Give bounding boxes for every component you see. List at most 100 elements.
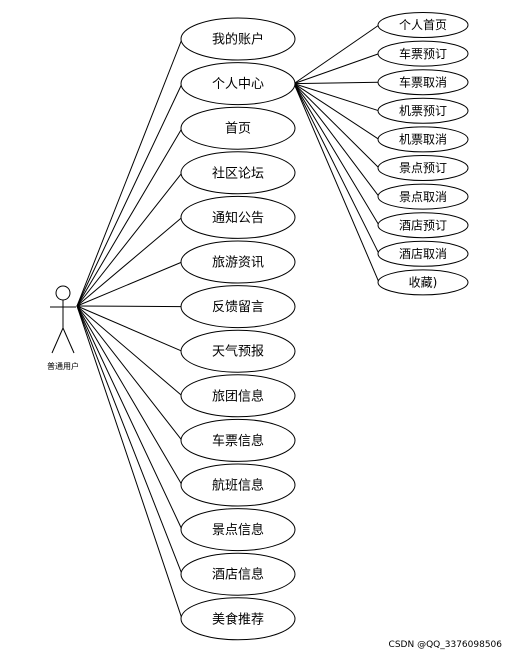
use-case-ellipse bbox=[180, 463, 296, 507]
association-line bbox=[76, 305, 183, 441]
sub-association-line bbox=[293, 83, 380, 197]
use-case-label: 社区论坛 bbox=[212, 165, 264, 181]
sub-use-case: 收藏) bbox=[377, 269, 469, 296]
use-case-ellipse bbox=[180, 285, 296, 329]
sub-association-line bbox=[293, 24, 380, 85]
use-case-ellipse bbox=[180, 62, 296, 106]
association-line bbox=[76, 305, 183, 530]
sub-use-case: 个人首页 bbox=[377, 12, 469, 38]
sub-use-case-label: 景点取消 bbox=[399, 190, 447, 204]
use-case: 旅团信息 bbox=[180, 374, 296, 418]
use-case-label: 天气预报 bbox=[212, 344, 264, 360]
association-line bbox=[76, 305, 183, 575]
use-case: 社区论坛 bbox=[180, 151, 296, 195]
sub-use-case: 酒店预订 bbox=[377, 212, 469, 239]
use-case-ellipse bbox=[180, 508, 296, 552]
use-case-label: 反馈留言 bbox=[212, 300, 264, 315]
actor-label: 普通用户 bbox=[47, 361, 79, 371]
use-case-ellipse bbox=[180, 240, 296, 284]
sub-use-case-label: 车票取消 bbox=[399, 74, 447, 89]
use-case-ellipse bbox=[180, 597, 296, 641]
use-case-label: 个人中心 bbox=[212, 77, 264, 92]
use-case-label: 旅游资讯 bbox=[212, 256, 264, 271]
use-case-label: 航班信息 bbox=[212, 478, 264, 494]
sub-use-case-ellipse bbox=[377, 126, 469, 153]
association-line bbox=[76, 305, 183, 619]
sub-use-case-label: 酒店取消 bbox=[399, 247, 447, 261]
sub-association-line bbox=[293, 53, 380, 85]
sub-use-case: 车票取消 bbox=[377, 69, 469, 96]
use-case: 个人中心 bbox=[180, 62, 296, 106]
association-line bbox=[76, 305, 183, 308]
use-case-label: 首页 bbox=[225, 122, 251, 137]
use-case: 航班信息 bbox=[180, 463, 296, 507]
sub-use-case-ellipse bbox=[377, 155, 469, 181]
sub-use-case: 酒店取消 bbox=[377, 240, 469, 267]
use-case: 通知公告 bbox=[180, 195, 296, 239]
association-line bbox=[76, 305, 183, 486]
sub-use-case-label: 收藏) bbox=[409, 276, 438, 290]
association-line bbox=[76, 83, 183, 307]
sub-use-case-ellipse bbox=[377, 12, 469, 38]
use-case-label: 旅团信息 bbox=[212, 388, 264, 404]
sub-association-line bbox=[293, 83, 380, 226]
use-case: 美食推荐 bbox=[180, 597, 296, 641]
sub-association-line bbox=[293, 83, 380, 255]
use-case: 景点信息 bbox=[180, 508, 296, 552]
use-case-ellipse bbox=[180, 374, 296, 418]
sub-use-case-ellipse bbox=[377, 97, 469, 124]
sub-use-case-ellipse bbox=[377, 212, 469, 239]
association-line bbox=[76, 305, 183, 352]
use-case: 天气预报 bbox=[180, 329, 296, 373]
association-line bbox=[76, 261, 183, 307]
sub-use-case-ellipse bbox=[377, 40, 469, 67]
sub-use-case: 机票取消 bbox=[377, 126, 469, 153]
sub-association-line bbox=[293, 83, 380, 283]
sub-association-line bbox=[293, 83, 380, 169]
sub-use-case-ellipse bbox=[377, 183, 469, 210]
sub-association-line bbox=[293, 83, 380, 112]
actor-right-leg bbox=[62, 327, 75, 354]
main-use-cases: 我的账户个人中心首页社区论坛通知公告旅游资讯反馈留言天气预报旅团信息车票信息航班… bbox=[180, 17, 296, 641]
use-case-ellipse bbox=[180, 552, 296, 596]
use-case-ellipse bbox=[180, 106, 296, 150]
use-case: 反馈留言 bbox=[180, 285, 296, 329]
use-case-label: 车票信息 bbox=[212, 433, 264, 449]
actor-figure: 普通用户 bbox=[47, 285, 79, 371]
use-case-label: 酒店信息 bbox=[212, 567, 264, 583]
actor-head bbox=[55, 285, 71, 301]
association-line bbox=[76, 38, 183, 307]
watermark: CSDN @QQ_3376098506 bbox=[389, 640, 503, 650]
use-case-label: 通知公告 bbox=[212, 210, 264, 226]
sub-association-line bbox=[293, 83, 380, 140]
use-case: 首页 bbox=[180, 106, 296, 150]
sub-use-case-label: 酒店预订 bbox=[399, 218, 447, 232]
actor-left-leg bbox=[51, 327, 64, 354]
sub-use-case-ellipse bbox=[377, 69, 469, 96]
sub-use-case: 景点预订 bbox=[377, 155, 469, 181]
association-line bbox=[76, 127, 183, 307]
use-case: 车票信息 bbox=[180, 418, 296, 462]
sub-use-case: 景点取消 bbox=[377, 183, 469, 210]
sub-use-case-label: 景点预订 bbox=[399, 161, 447, 175]
association-line bbox=[76, 217, 183, 307]
sub-use-case: 车票预订 bbox=[377, 40, 469, 67]
sub-use-case-label: 个人首页 bbox=[399, 18, 447, 32]
use-case-ellipse bbox=[180, 418, 296, 462]
sub-use-case: 机票预订 bbox=[377, 97, 469, 124]
sub-use-case-label: 机票取消 bbox=[399, 133, 447, 147]
sub-use-case-ellipse bbox=[377, 240, 469, 267]
sub-association-line bbox=[293, 81, 380, 85]
use-case-ellipse bbox=[180, 195, 296, 239]
use-case: 我的账户 bbox=[180, 17, 296, 61]
use-case-ellipse bbox=[180, 151, 296, 195]
use-case-label: 景点信息 bbox=[212, 522, 264, 538]
association-lines bbox=[76, 38, 183, 619]
use-case-ellipse bbox=[180, 329, 296, 373]
use-case: 酒店信息 bbox=[180, 552, 296, 596]
sub-use-case-label: 车票预订 bbox=[399, 46, 447, 61]
use-case-label: 美食推荐 bbox=[212, 611, 264, 627]
sub-association-lines bbox=[293, 24, 380, 283]
